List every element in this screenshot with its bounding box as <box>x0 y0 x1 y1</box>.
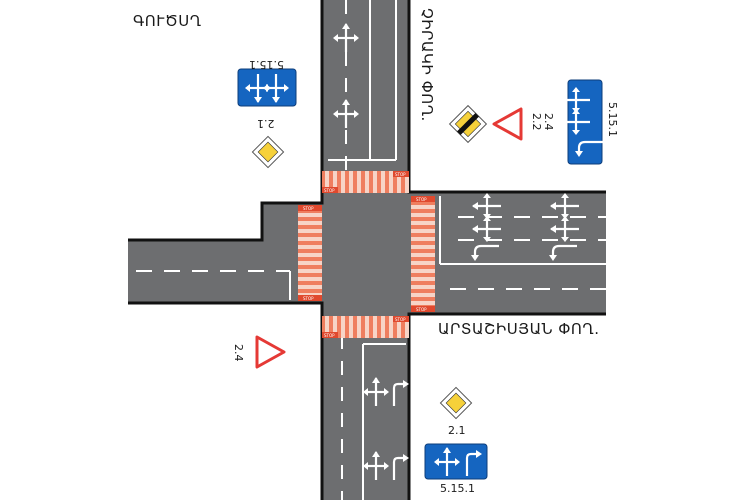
east-road-markings <box>439 196 606 290</box>
south-road-markings <box>341 335 406 500</box>
intersection-area <box>322 196 409 310</box>
crosswalk-north <box>322 171 409 193</box>
ne-end-main-road-sign <box>448 104 488 144</box>
stop-tags: STOP STOP STOP STOP STOP STOP STOP STOP <box>303 172 427 338</box>
se-main-road-sign <box>439 386 473 420</box>
se-lane-sign-code: 5.15.1 <box>440 482 475 495</box>
sw-yield-sign <box>255 335 286 369</box>
west-street-label: ԳՈՒԾՍՂ <box>133 12 202 30</box>
nw-main-road-code: 2.1 <box>257 117 275 130</box>
stop-tag-text: STOP <box>395 317 406 322</box>
ne-lane-sign <box>559 79 605 165</box>
west-road-markings <box>136 270 291 300</box>
crosswalks <box>298 171 435 338</box>
nw-lane-sign <box>237 68 297 107</box>
stop-tag-text: STOP <box>324 333 335 338</box>
crosswalk-east <box>411 196 435 312</box>
south-road <box>322 310 409 500</box>
west-road <box>128 203 322 303</box>
stop-tag-text: STOP <box>416 307 427 312</box>
east-road <box>409 192 606 314</box>
stop-tag-text: STOP <box>416 197 427 202</box>
ne-yield-code: 2.4 <box>542 113 555 131</box>
stop-tag-text: STOP <box>303 206 314 211</box>
nw-lane-sign-code: 5.15.1 <box>249 58 284 71</box>
se-main-road-code: 2.1 <box>448 424 466 437</box>
ne-yield-sign <box>492 107 523 141</box>
ne-lane-sign-code: 5.15.1 <box>606 102 619 137</box>
sw-yield-code: 2.4 <box>232 344 245 362</box>
stop-tag-text: STOP <box>395 172 406 177</box>
stop-tag-text: STOP <box>303 296 314 301</box>
road-network <box>128 0 606 500</box>
north-road <box>322 0 409 196</box>
north-street-label: ՉԻՐԱԿԻ ՓՈՂ. <box>418 8 436 122</box>
stop-tag-text: STOP <box>324 188 335 193</box>
east-street-label: ԱՐՏԱՇԻՍՅԱՆ ՓՈՂ. <box>438 320 600 338</box>
se-lane-sign <box>424 443 488 480</box>
nw-main-road-sign <box>251 135 285 169</box>
crosswalk-west <box>298 205 322 301</box>
crosswalk-south <box>322 316 409 338</box>
